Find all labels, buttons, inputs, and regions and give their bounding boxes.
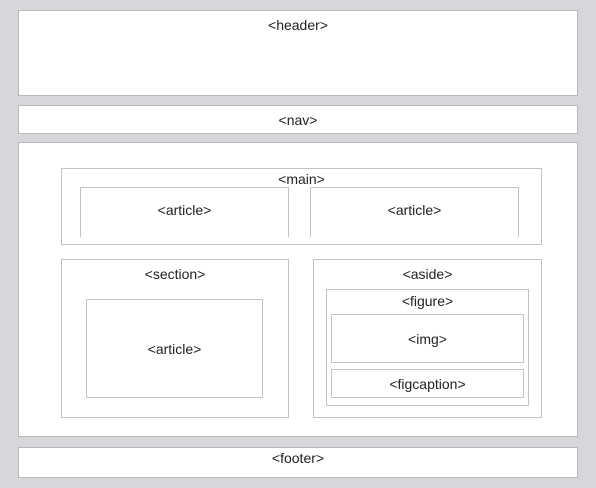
nav-label: <nav> — [278, 111, 318, 128]
footer-block: <footer> — [18, 447, 578, 478]
img-block: <img> — [331, 314, 524, 363]
article-right-label: <article> — [387, 202, 442, 218]
section-article-label: <article> — [147, 340, 202, 357]
section-article-block: <article> — [86, 299, 263, 398]
header-label: <header> — [268, 17, 328, 33]
header-block: <header> — [18, 10, 578, 96]
article-left-label: <article> — [157, 202, 212, 218]
article-right-block: <article> — [310, 187, 519, 237]
article-left-block: <article> — [80, 187, 289, 237]
aside-label: <aside> — [402, 266, 453, 282]
main-label: <main> — [278, 171, 325, 187]
figcaption-label: <figcaption> — [389, 375, 466, 392]
img-label: <img> — [408, 330, 447, 347]
figcaption-block: <figcaption> — [331, 369, 524, 398]
nav-block: <nav> — [18, 105, 578, 134]
footer-label: <footer> — [271, 450, 325, 466]
figure-label: <figure> — [401, 293, 454, 309]
section-label: <section> — [144, 266, 206, 282]
